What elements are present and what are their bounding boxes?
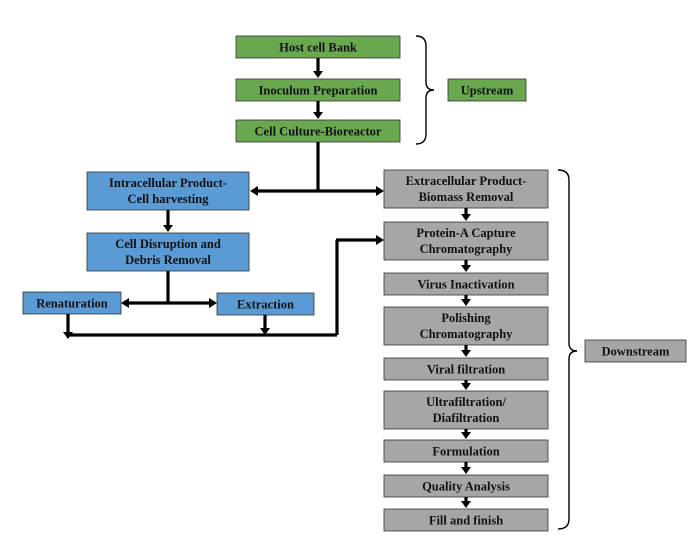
fill-and-finish-label: Fill and finish [429,514,503,528]
cell-disruption-box: Cell Disruption and Debris Removal [86,232,250,272]
quality-analysis-label: Quality Analysis [422,480,510,494]
inoculum-preparation-box: Inoculum Preparation [235,78,401,102]
ultrafiltration-line2: Diafiltration [433,411,500,425]
fill-and-finish-rect [383,508,549,532]
host-cell-bank-label: Host cell Bank [279,41,357,55]
intracellular-product-rect [86,171,250,211]
formulation-box: Formulation [383,439,549,463]
polishing-chromatography-box: Polishing Chromatography [383,306,549,346]
arrow-protein-a-to-virus-head [461,265,471,272]
formulation-label: Formulation [432,445,499,459]
downstream-label-rect [584,339,687,363]
upstream-label: Upstream [461,84,514,98]
upstream-label-box: Upstream [447,78,527,102]
arrow-to-extracellular-head [376,186,384,196]
ultrafiltration-box: Ultrafiltration/ Diafiltration [383,390,549,430]
cell-disruption-rect [86,232,250,272]
intracellular-product-line2: Cell harvesting [128,192,210,206]
arrow-inoculum-to-culture-head [313,112,323,119]
ultrafiltration-line1: Ultrafiltration/ [426,395,506,409]
extracellular-product-rect [383,169,549,209]
polishing-chromatography-rect [383,306,549,346]
renaturation-box: Renaturation [22,291,122,315]
arrow-formulation-to-quality-head [461,467,471,474]
protein-a-capture-box: Protein-A Capture Chromatography [383,221,549,261]
upstream-brace [415,35,435,145]
quality-analysis-box: Quality Analysis [383,474,549,498]
virus-inactivation-box: Virus Inactivation [383,272,549,296]
viral-filtration-box: Viral filtration [383,357,549,381]
arrow-to-renaturation-head [121,298,129,308]
arrow-to-protein-a-head [376,235,384,245]
downstream-label: Downstream [602,345,670,359]
extracellular-product-line1: Extracellular Product- [406,174,527,188]
arrow-ultra-to-formulation-head [461,432,471,439]
arrow-to-intracellular-head [250,186,258,196]
arrow-intracellular-to-disruption-head [163,225,173,232]
arrow-extracellular-to-protein-a-head [461,214,471,221]
protein-a-capture-line2: Chromatography [420,242,514,256]
protein-a-capture-rect [383,221,549,261]
extraction-label: Extraction [237,298,294,312]
upstream-label-rect [447,78,527,102]
cell-culture-bioreactor-label: Cell Culture-Bioreactor [255,125,382,139]
cell-culture-bioreactor-box: Cell Culture-Bioreactor [235,119,401,143]
polishing-chromatography-line1: Polishing [441,311,491,325]
downstream-label-box: Downstream [584,339,687,363]
extraction-box: Extraction [216,292,315,316]
arrow-host-to-inoculum-head [313,71,323,78]
ultrafiltration-rect [383,390,549,430]
intracellular-product-line1: Intracellular Product- [109,176,227,190]
virus-inactivation-label: Virus Inactivation [417,278,514,292]
arrow-polishing-to-viral-head [461,350,471,357]
renaturation-label: Renaturation [36,297,108,311]
cell-disruption-line2: Debris Removal [125,253,211,267]
extracellular-product-box: Extracellular Product- Biomass Removal [383,169,549,209]
downstream-brace [557,169,578,530]
fill-and-finish-box: Fill and finish [383,508,549,532]
arrow-quality-to-fill-head [461,501,471,508]
cell-disruption-line1: Cell Disruption and [115,237,221,251]
protein-a-capture-line1: Protein-A Capture [416,226,516,240]
polishing-chromatography-line2: Chromatography [420,327,514,341]
arrow-extraction-merge-head [260,328,270,335]
extracellular-product-line2: Biomass Removal [419,190,514,204]
arrow-to-extraction-head [209,298,217,308]
intracellular-product-box: Intracellular Product- Cell harvesting [86,171,250,211]
arrow-virus-to-polishing-head [461,299,471,306]
inoculum-preparation-label: Inoculum Preparation [259,84,378,98]
viral-filtration-label: Viral filtration [427,363,505,377]
host-cell-bank-box: Host cell Bank [235,35,401,59]
arrow-viral-to-ultra-head [461,383,471,390]
